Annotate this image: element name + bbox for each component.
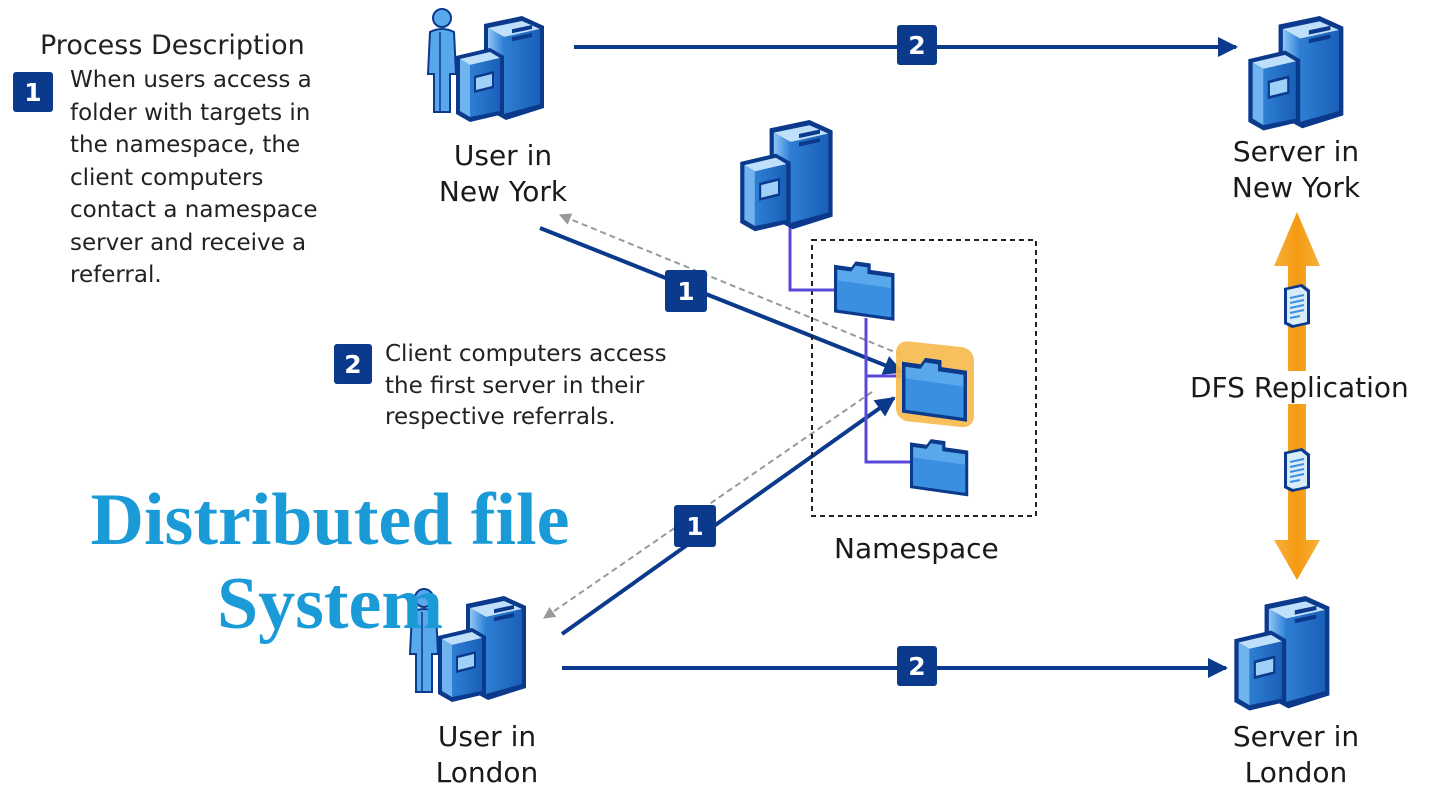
namespace-box [811, 239, 1037, 517]
document-icon [1283, 447, 1311, 493]
label-user-ny: User in New York [393, 138, 613, 210]
folder-icon [834, 258, 895, 321]
step2-badge: 2 [334, 344, 372, 384]
arrow-ny-request [539, 226, 904, 375]
process-title: Process Description [40, 30, 305, 61]
label-line: Server in [1232, 135, 1360, 168]
label-server-ny: Server in New York [1186, 134, 1406, 206]
step2-description: Client computers access the first server… [385, 341, 667, 430]
badge-ny-access: 2 [897, 25, 937, 65]
title-line2: System [216, 563, 444, 645]
document-icon [1283, 283, 1311, 329]
server-icon [1248, 16, 1344, 131]
label-line: New York [1231, 171, 1361, 204]
page-title: Distributed file System [10, 478, 650, 646]
server-icon [740, 120, 833, 232]
badge-london-request: 1 [674, 505, 716, 547]
label-line: User in [437, 720, 537, 753]
label-line: User in [453, 139, 553, 172]
arrow-ny-referral [558, 213, 903, 356]
arrow-london-referral [543, 391, 873, 619]
replication-label: DFS Replication [1188, 371, 1411, 404]
step1-description: When users access a folder with targets … [70, 67, 318, 288]
label-user-london: User in London [377, 719, 597, 791]
arrow-london-request [560, 396, 896, 636]
label-line: London [1244, 756, 1348, 789]
server-icon [1234, 596, 1330, 711]
title-line1: Distributed file [90, 479, 570, 561]
label-line: Server in [1232, 720, 1360, 753]
badge-ny-request: 1 [665, 270, 707, 312]
namespace-label: Namespace [834, 532, 999, 565]
user-computer-icon [427, 8, 544, 122]
label-line: New York [438, 175, 568, 208]
folder-icon [910, 436, 969, 497]
label-line: London [435, 756, 539, 789]
label-server-london: Server in London [1186, 719, 1406, 791]
step1-badge: 1 [13, 72, 53, 112]
badge-london-access: 2 [897, 646, 937, 686]
